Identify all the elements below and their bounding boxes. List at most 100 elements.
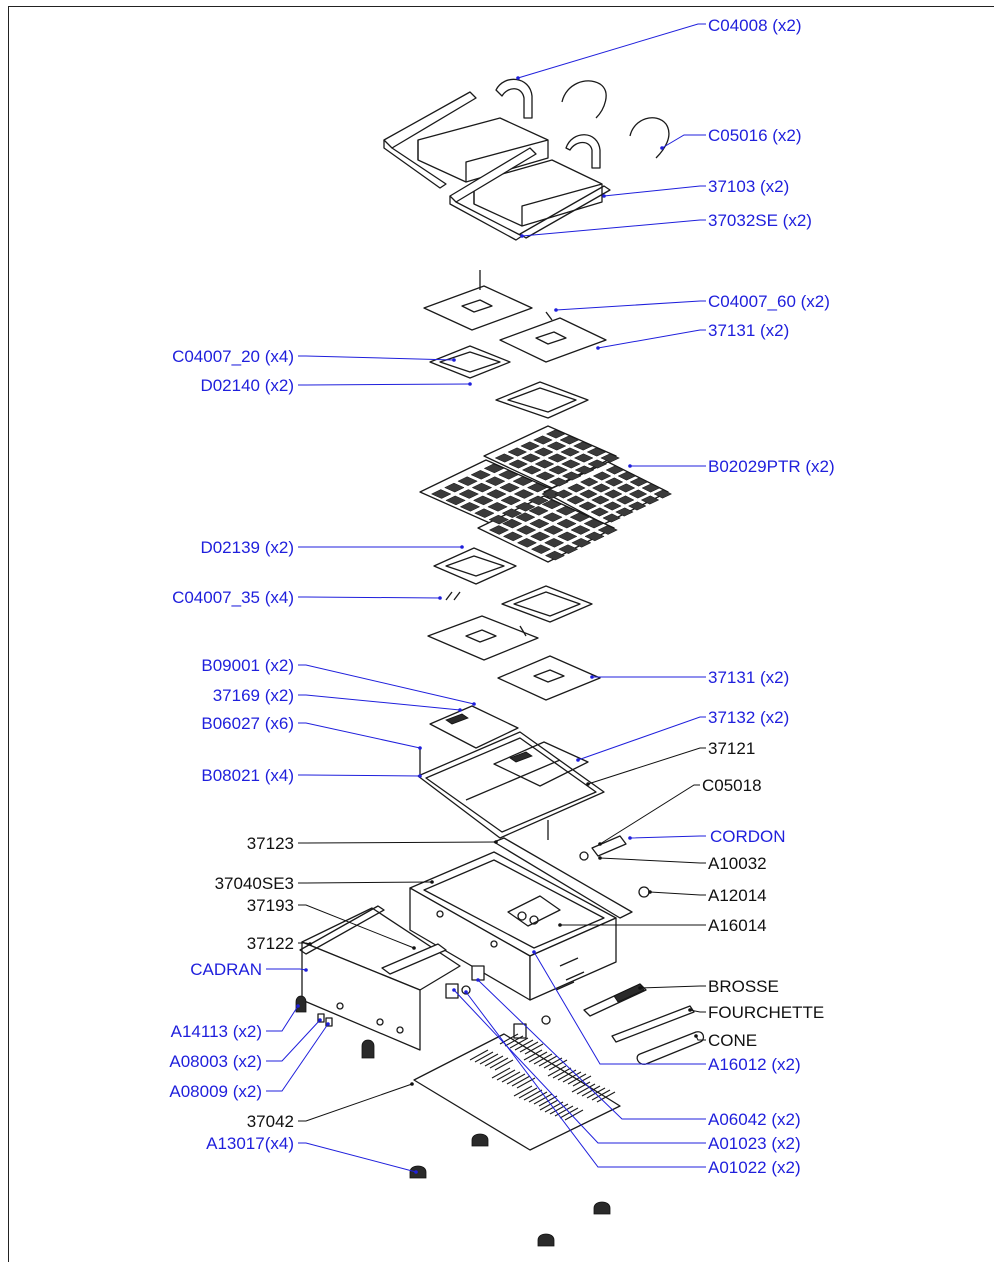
leader-tip-c04007-60 (554, 308, 558, 312)
bottom-plate (409, 1033, 621, 1247)
leader-tip-b02029ptr (628, 464, 632, 468)
leader-tip-p37121 (586, 782, 590, 786)
front-panel (295, 905, 551, 1059)
label-cordon: CORDON (710, 827, 786, 846)
leader-tip-a08009 (326, 1022, 330, 1026)
frame-37121 (417, 705, 605, 840)
leader-c04007-60 (555, 300, 706, 311)
label-brosse: BROSSE (708, 977, 779, 996)
leader-tip-c04007-20 (452, 358, 456, 362)
leader-tip-a10032 (598, 856, 602, 860)
leader-lines (266, 23, 706, 1174)
leader-a08009 (266, 1023, 329, 1092)
leader-cordon (629, 835, 706, 839)
label-c05016: C05016 (x2) (708, 126, 802, 145)
base-body (409, 835, 650, 1001)
label-c04008: C04008 (x2) (708, 16, 802, 35)
leader-tip-b09001 (472, 702, 476, 706)
label-a08009: A08009 (x2) (169, 1082, 262, 1101)
leader-p37042 (298, 1083, 413, 1122)
leader-tip-a16014 (558, 923, 562, 927)
label-cadran: CADRAN (190, 960, 262, 979)
leader-p37103 (603, 185, 706, 197)
label-a01022: A01022 (x2) (708, 1158, 801, 1177)
label-p37103: 37103 (x2) (708, 177, 789, 196)
leader-cadran (266, 968, 307, 971)
leader-tip-p37169 (458, 708, 462, 712)
label-p37042: 37042 (247, 1112, 294, 1131)
leader-tip-a06042 (476, 978, 480, 982)
leader-p37193 (298, 904, 415, 949)
label-p37122: 37122 (247, 934, 294, 953)
label-a10032: A10032 (708, 854, 767, 873)
leader-d02140 (298, 383, 471, 386)
leader-tip-p37193 (412, 946, 416, 950)
leader-b08021 (298, 774, 421, 777)
leader-p37123 (298, 841, 497, 844)
label-a06042: A06042 (x2) (708, 1110, 801, 1129)
leader-tip-p37032se (520, 234, 524, 238)
leader-c05018 (599, 784, 700, 845)
leader-fourchette (689, 1009, 706, 1013)
leader-a10032 (599, 857, 706, 864)
leader-tip-p37131-top (596, 346, 600, 350)
leader-p37121 (587, 747, 706, 785)
label-c04007-35: C04007_35 (x4) (172, 588, 294, 607)
leader-tip-cadran (304, 968, 308, 972)
leader-tip-a08003 (318, 1018, 322, 1022)
leader-tip-brosse (638, 986, 642, 990)
leader-p37032se (521, 219, 706, 237)
label-a13017: A13017(x4) (206, 1134, 294, 1153)
leader-tip-a14113 (296, 1004, 300, 1008)
handle-assembly (383, 78, 670, 241)
label-fourchette: FOURCHETTE (708, 1003, 824, 1022)
label-b02029ptr: B02029PTR (x2) (708, 457, 835, 476)
waffle-plates (419, 425, 673, 563)
leader-p37132 (577, 716, 706, 761)
leader-tip-a01023 (452, 988, 456, 992)
leader-tip-p37123 (494, 840, 498, 844)
label-b09001: B09001 (x2) (201, 656, 294, 675)
leader-tip-p37042 (410, 1082, 414, 1086)
label-a12014: A12014 (708, 886, 767, 905)
leader-tip-c05016 (660, 146, 664, 150)
label-p37193: 37193 (247, 896, 294, 915)
label-a14113: A14113 (x2) (171, 1022, 262, 1041)
leader-a01022 (465, 991, 706, 1168)
leader-a13017 (298, 1142, 417, 1173)
leader-tip-cone (694, 1034, 698, 1038)
leader-tip-p37103 (602, 194, 606, 198)
accessories (583, 983, 705, 1065)
leader-p37169 (298, 694, 461, 711)
leader-a08003 (266, 1019, 321, 1062)
label-a16014: A16014 (708, 916, 767, 935)
label-a16012: A16012 (x2) (708, 1055, 801, 1074)
leader-c04008 (517, 23, 706, 79)
leader-a16012 (533, 951, 706, 1065)
lower-plate-assembly (427, 547, 601, 701)
label-c04007-60: C04007_60 (x2) (708, 292, 830, 311)
label-p37121: 37121 (708, 739, 755, 758)
leader-tip-p37131-bottom (590, 675, 594, 679)
leader-p37131-top (597, 329, 706, 349)
label-p37131-bottom: 37131 (x2) (708, 668, 789, 687)
leader-tip-fourchette (688, 1008, 692, 1012)
label-a08003: A08003 (x2) (169, 1052, 262, 1071)
label-p37169: 37169 (x2) (213, 686, 294, 705)
leader-tip-c04008 (516, 76, 520, 80)
label-c04007-20: C04007_20 (x4) (172, 347, 294, 366)
leader-tip-c05018 (598, 842, 602, 846)
leader-c04007-20 (298, 355, 455, 361)
leader-tip-a12014 (648, 890, 652, 894)
leader-tip-a16012 (532, 950, 536, 954)
leader-c05016 (661, 134, 706, 149)
label-a01023: A01023 (x2) (708, 1134, 801, 1153)
leader-tip-p37122 (308, 942, 312, 946)
leader-a06042 (477, 979, 706, 1120)
label-p37123: 37123 (247, 834, 294, 853)
part-labels: C04008 (x2)C05016 (x2)37103 (x2)37032SE … (169, 16, 834, 1177)
leader-tip-c04007-35 (438, 596, 442, 600)
label-d02139: D02139 (x2) (200, 538, 294, 557)
